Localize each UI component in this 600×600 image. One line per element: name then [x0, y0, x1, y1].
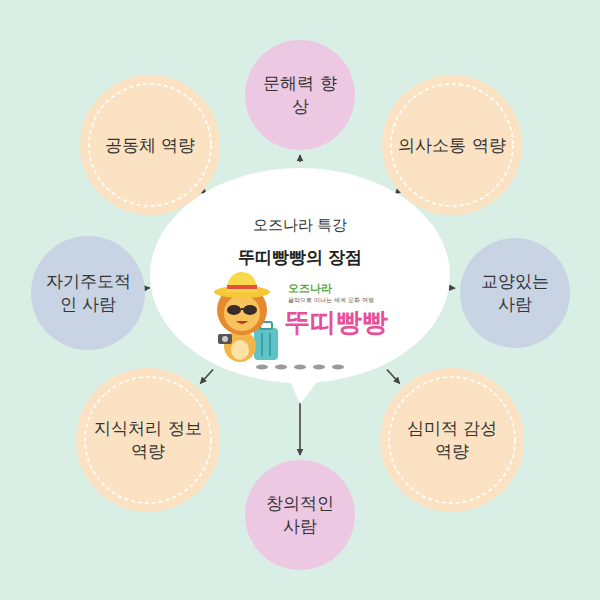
logo-tagline: 음악으로 떠나는 세계 문화 여행 — [288, 296, 374, 305]
center-bubble: 오즈나라 특강뚜띠빵빵의 장점오즈나라음악으로 떠나는 세계 문화 여행뚜띠빵빵 — [150, 168, 450, 405]
circle-shape — [31, 236, 145, 350]
circle-shape — [245, 40, 355, 150]
arrow-connector — [387, 370, 400, 384]
bubble-subtitle: 오즈나라 특강 — [253, 216, 348, 236]
benefit-circle: 교양있는 사람 — [460, 238, 570, 348]
benefit-circle: 문해력 향상 — [245, 40, 355, 150]
benefit-circle: 지식처리 정보 역량 — [76, 368, 220, 512]
arrow-connector — [200, 370, 213, 384]
circle-shape — [76, 368, 220, 512]
bubble-heading: 뚜띠빵빵의 장점 — [238, 246, 363, 268]
benefit-circle: 심미적 감성 역량 — [380, 368, 524, 512]
benefit-circle: 창의적인 사람 — [245, 460, 355, 570]
benefit-circle: 공동체 역량 — [80, 75, 220, 215]
arrow-connector — [145, 287, 150, 289]
logo-title: 뚜띠빵빵 — [284, 305, 388, 340]
circle-label: 심미적 감성 역량 — [396, 417, 508, 463]
benefit-circle: 의사소통 역량 — [382, 75, 522, 215]
circle-label: 지식처리 정보 역량 — [92, 417, 204, 463]
logo-brand: 오즈나라 — [288, 281, 332, 296]
benefit-circle: 자기주도적인 사람 — [31, 236, 145, 350]
arrow-connector — [454, 287, 456, 289]
circle-label: 문해력 향상 — [258, 72, 343, 118]
arrow-connector — [299, 155, 301, 162]
circle-shape — [245, 460, 355, 570]
circle-label: 교양있는 사람 — [473, 270, 558, 316]
circle-shape — [380, 368, 524, 512]
circle-label: 자기주도적인 사람 — [44, 270, 132, 316]
circle-label: 공동체 역량 — [105, 134, 195, 157]
circle-shape — [460, 238, 570, 348]
circle-label: 창의적인 사람 — [258, 492, 343, 538]
circle-label: 의사소통 역량 — [398, 134, 505, 157]
